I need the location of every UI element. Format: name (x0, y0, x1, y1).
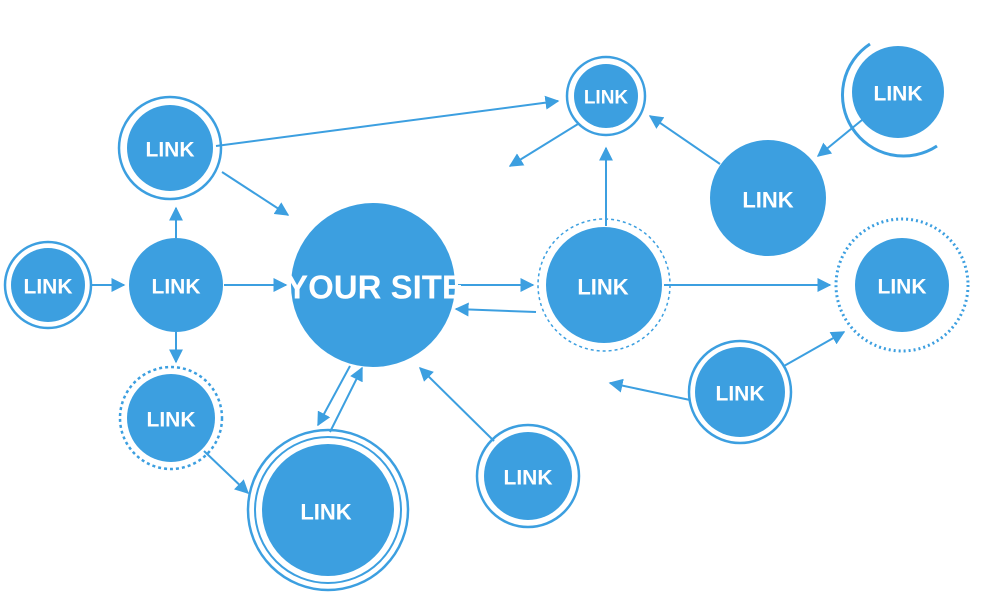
edge-linkdotted-to-linkbottom (203, 450, 250, 494)
link-label: LINK (24, 276, 73, 299)
edge-linklowerright-out (608, 378, 691, 401)
edge-linktop-to-site (221, 171, 290, 216)
link-node-top-left[interactable]: LINK (117, 95, 223, 201)
link-node-lower-right[interactable]: LINK (687, 339, 793, 445)
edge-linkcenter-to-site (454, 302, 537, 317)
edge-linkmidright-to-linktopcenter (648, 115, 721, 165)
link-node-top-center[interactable]: LINK (565, 55, 647, 137)
link-label: LINK (742, 188, 793, 213)
edge-site-to-linkbottom (317, 365, 351, 427)
link-label: LINK (584, 88, 629, 109)
link-node-right-dotted[interactable]: LINK (834, 217, 970, 353)
your-site-node[interactable]: YOUR SITE (286, 203, 464, 367)
edge-linktopright-to-linkmidright (816, 119, 863, 157)
edge-linkbottomcenter-to-site (419, 367, 495, 442)
edges (90, 95, 863, 494)
edge-linktopcenter-out (508, 123, 579, 167)
edge-linklowerright-to-linkrightdotted (783, 331, 846, 367)
link-label: LINK (504, 467, 553, 490)
your-site-label: YOUR SITE (286, 269, 464, 306)
link-label: LINK (878, 276, 927, 299)
link-node-far-left[interactable]: LINK (3, 240, 93, 330)
link-node-mid-right[interactable]: LINK (710, 140, 826, 256)
nodes: YOUR SITE LINK LINK LINK LINK (3, 42, 970, 592)
link-node-bottom-center[interactable]: LINK (475, 423, 581, 529)
link-label: LINK (147, 409, 196, 432)
link-label: LINK (146, 139, 195, 162)
link-label: LINK (716, 383, 765, 406)
link-label: LINK (300, 500, 351, 525)
link-label: LINK (577, 275, 628, 300)
edge-linkbottom-to-site (329, 366, 363, 433)
link-node-mid-left[interactable]: LINK (129, 238, 223, 332)
link-node-top-right[interactable]: LINK (841, 42, 944, 158)
link-label: LINK (152, 276, 201, 299)
link-node-center-right[interactable]: LINK (537, 218, 671, 352)
edge-linktop-to-linktopcenter (215, 95, 560, 147)
link-node-bottom[interactable]: LINK (246, 428, 410, 592)
link-label: LINK (874, 83, 923, 106)
link-node-dotted-left[interactable]: LINK (118, 365, 224, 471)
